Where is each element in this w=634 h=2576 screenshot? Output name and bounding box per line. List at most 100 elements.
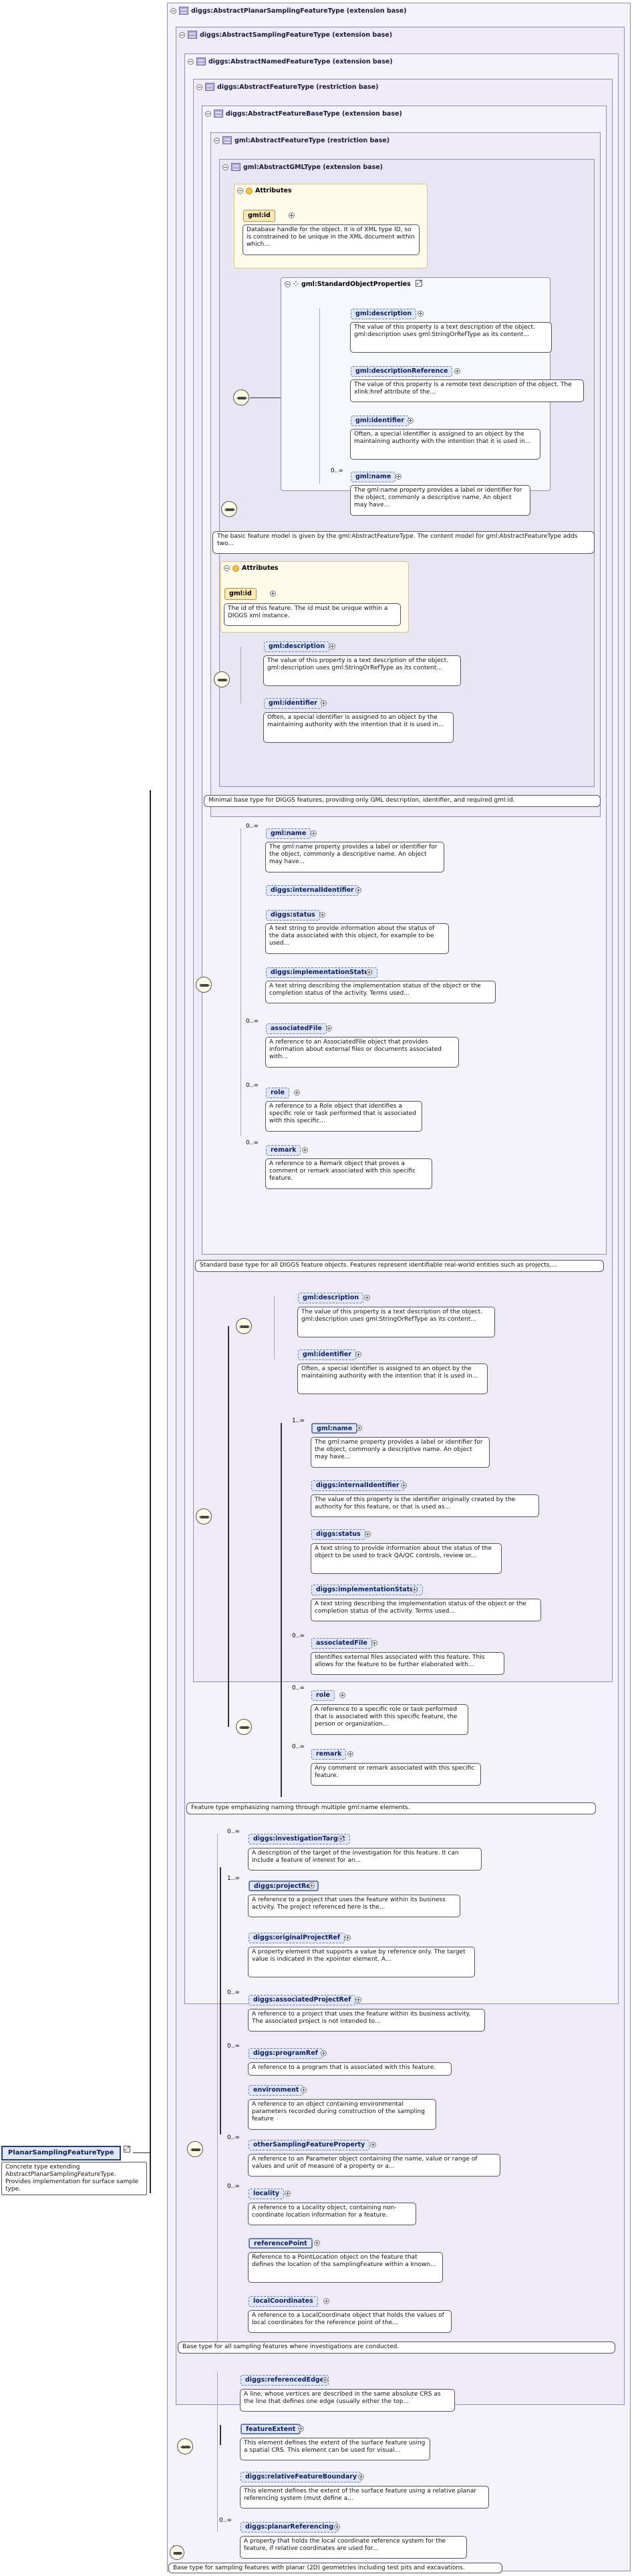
element-role[interactable]: role xyxy=(266,1088,289,1098)
collapse-toggle[interactable] xyxy=(170,7,176,14)
element-referenced-edge[interactable]: diggs:referencedEdge xyxy=(241,2375,329,2386)
expand-plus-icon[interactable] xyxy=(401,1482,407,1488)
collapse-toggle[interactable] xyxy=(222,164,228,170)
expand-plus-icon[interactable] xyxy=(355,887,361,893)
element-locality[interactable]: locality xyxy=(249,2189,285,2199)
expand-plus-icon[interactable] xyxy=(321,2050,327,2056)
element-status[interactable]: diggs:status xyxy=(311,1529,365,1540)
expand-plus-icon[interactable] xyxy=(270,591,276,597)
expand-plus-icon[interactable] xyxy=(294,1090,300,1096)
expand-link-icon[interactable]: ⤢ xyxy=(124,2146,130,2152)
attribute-gml-id[interactable]: gml:id xyxy=(224,588,257,600)
expand-plus-icon[interactable] xyxy=(345,1935,351,1941)
expand-plus-icon[interactable] xyxy=(334,2524,340,2530)
element-internal-identifier[interactable]: diggs:internalIdentifier xyxy=(266,885,359,896)
expand-plus-icon[interactable] xyxy=(364,1295,370,1301)
element-role[interactable]: role xyxy=(311,1690,335,1701)
element-other-sampling-feature-property[interactable]: otherSamplingFeatureProperty xyxy=(249,2140,370,2150)
element-implementation-status[interactable]: diggs:implementationStatus xyxy=(266,967,377,978)
expand-plus-icon[interactable] xyxy=(371,1640,377,1646)
element-associated-project-ref[interactable]: diggs:associatedProjectRef xyxy=(249,1995,356,2005)
element-gml-identifier[interactable]: gml:identifier xyxy=(351,416,409,426)
collapse-toggle[interactable] xyxy=(285,281,291,287)
collapse-toggle[interactable] xyxy=(237,188,243,194)
element-project-ref[interactable]: diggs:projectRef xyxy=(249,1881,319,1891)
expand-plus-icon[interactable] xyxy=(314,2240,320,2246)
element-associated-file[interactable]: associatedFile xyxy=(311,1638,372,1649)
element-program-ref[interactable]: diggs:programRef xyxy=(249,2048,323,2059)
expand-plus-icon[interactable] xyxy=(326,1025,332,1031)
expand-plus-icon[interactable] xyxy=(418,311,424,317)
root-element[interactable]: PlanarSamplingFeatureType xyxy=(1,2146,121,2160)
collapse-toggle[interactable] xyxy=(214,137,220,144)
expand-plus-icon[interactable] xyxy=(311,830,317,836)
sequence-compositor-icon[interactable] xyxy=(196,977,212,993)
sequence-compositor-icon[interactable] xyxy=(196,1508,212,1524)
sequence-compositor-icon[interactable] xyxy=(236,1719,252,1735)
expand-plus-icon[interactable] xyxy=(329,643,335,649)
expand-plus-icon[interactable] xyxy=(356,1425,362,1431)
element-internal-identifier[interactable]: diggs:internalIdentifier xyxy=(311,1480,404,1491)
element-gml-name[interactable]: gml:name xyxy=(311,1423,358,1434)
expand-plus-icon[interactable] xyxy=(319,912,325,918)
expand-plus-icon[interactable] xyxy=(339,1692,345,1698)
expand-plus-icon[interactable] xyxy=(289,212,295,218)
element-remark[interactable]: remark xyxy=(311,1749,347,1760)
expand-plus-icon[interactable] xyxy=(365,1531,371,1537)
expand-plus-icon[interactable] xyxy=(358,2474,364,2480)
element-environment[interactable]: environment xyxy=(249,2085,304,2096)
expand-plus-icon[interactable] xyxy=(454,368,460,374)
expand-plus-icon[interactable] xyxy=(302,1147,308,1153)
sequence-compositor-icon[interactable] xyxy=(221,501,237,517)
element-gml-description[interactable]: gml:description xyxy=(351,309,417,319)
expand-plus-icon[interactable] xyxy=(323,2298,329,2304)
element-associated-file[interactable]: associatedFile xyxy=(266,1023,327,1034)
expand-plus-icon[interactable] xyxy=(322,2377,328,2383)
collapse-toggle[interactable] xyxy=(205,110,211,117)
expand-link-icon[interactable]: ⤢ xyxy=(416,280,422,287)
expand-plus-icon[interactable] xyxy=(370,2142,376,2148)
sequence-compositor-icon[interactable] xyxy=(187,2141,203,2157)
expand-plus-icon[interactable] xyxy=(321,700,327,706)
collapse-toggle[interactable] xyxy=(188,58,194,65)
element-remark[interactable]: remark xyxy=(266,1145,301,1156)
element-gml-identifier[interactable]: gml:identifier xyxy=(298,1349,356,1360)
element-relative-feature-boundary[interactable]: diggs:relativeFeatureBoundary xyxy=(241,2472,362,2482)
element-gml-description-reference[interactable]: gml:descriptionReference xyxy=(351,366,453,377)
expand-plus-icon[interactable] xyxy=(355,1351,361,1357)
collapse-toggle[interactable] xyxy=(224,565,230,571)
element-original-project-ref[interactable]: diggs:originalProjectRef xyxy=(249,1933,345,1943)
expand-plus-icon[interactable] xyxy=(338,1836,344,1842)
expand-plus-icon[interactable] xyxy=(309,1883,315,1889)
expand-plus-icon[interactable] xyxy=(395,474,402,480)
element-local-coordinates[interactable]: localCoordinates xyxy=(249,2296,318,2307)
expand-plus-icon[interactable] xyxy=(347,1751,353,1757)
element-gml-name[interactable]: gml:name xyxy=(351,472,396,482)
expand-plus-icon[interactable] xyxy=(366,969,372,975)
sequence-glyph xyxy=(239,1726,250,1729)
sequence-compositor-icon[interactable] xyxy=(170,2545,184,2560)
expand-plus-icon[interactable] xyxy=(285,2191,291,2197)
expand-plus-icon[interactable] xyxy=(301,2087,307,2093)
collapse-toggle[interactable] xyxy=(179,31,185,38)
element-investigation-target[interactable]: diggs:investigationTarget xyxy=(249,1834,350,1844)
attribute-gml-id[interactable]: gml:id xyxy=(243,210,275,222)
element-gml-description[interactable]: gml:description xyxy=(298,1293,364,1303)
element-planar-referencing[interactable]: diggs:planarReferencing xyxy=(241,2522,339,2533)
collapse-toggle[interactable] xyxy=(196,84,202,90)
sequence-compositor-icon[interactable] xyxy=(214,671,230,687)
expand-plus-icon[interactable] xyxy=(408,418,414,424)
element-status[interactable]: diggs:status xyxy=(266,910,320,921)
sequence-compositor-icon[interactable] xyxy=(236,1318,252,1334)
element-feature-extent[interactable]: featureExtent xyxy=(241,2424,301,2434)
sequence-compositor-icon[interactable] xyxy=(233,389,249,406)
sequence-compositor-icon[interactable] xyxy=(177,2438,193,2454)
expand-plus-icon[interactable] xyxy=(412,1587,418,1593)
expand-plus-icon[interactable] xyxy=(298,2426,304,2432)
expand-plus-icon[interactable] xyxy=(355,1997,361,2003)
element-gml-description[interactable]: gml:description xyxy=(264,641,330,652)
element-implementation-status[interactable]: diggs:implementationStatus xyxy=(311,1585,423,1595)
element-reference-point[interactable]: referencePoint xyxy=(249,2238,313,2249)
element-gml-identifier[interactable]: gml:identifier xyxy=(264,698,322,709)
element-gml-name[interactable]: gml:name xyxy=(266,828,311,839)
